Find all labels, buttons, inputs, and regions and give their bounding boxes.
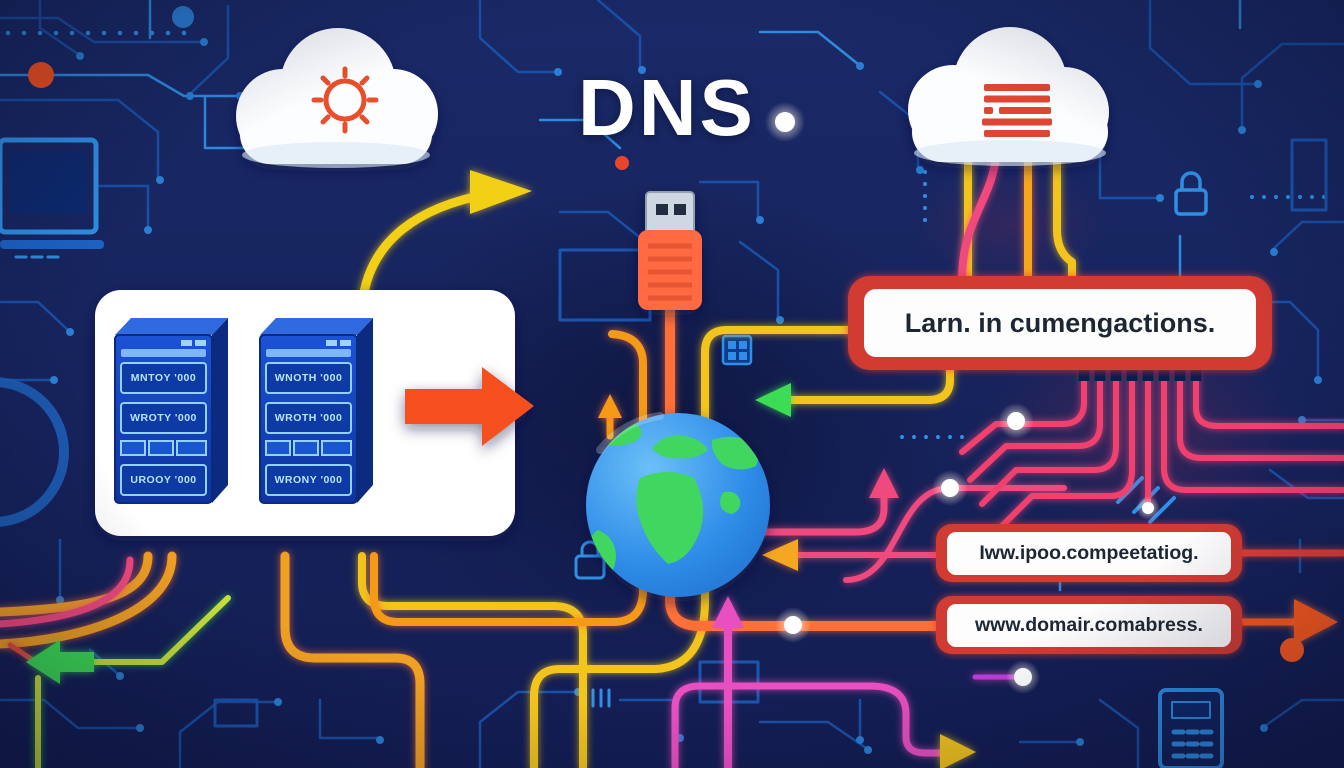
- server-rack-1: [114, 318, 228, 504]
- calculator-icon: [1158, 688, 1224, 768]
- glow-node: [1006, 660, 1040, 694]
- glow-node: [765, 102, 805, 142]
- server-rack-2: [259, 318, 373, 504]
- glow-node: [932, 470, 968, 506]
- main-label-box: [848, 276, 1272, 370]
- glow-node: [1136, 496, 1160, 520]
- url-box-1: [936, 524, 1242, 582]
- url-box-2: [936, 596, 1242, 654]
- chip-icon: [721, 334, 753, 366]
- glow-node: [775, 607, 811, 643]
- usb-cable-icon: [638, 191, 702, 310]
- glow-node: [998, 403, 1034, 439]
- globe-icon: [586, 412, 770, 597]
